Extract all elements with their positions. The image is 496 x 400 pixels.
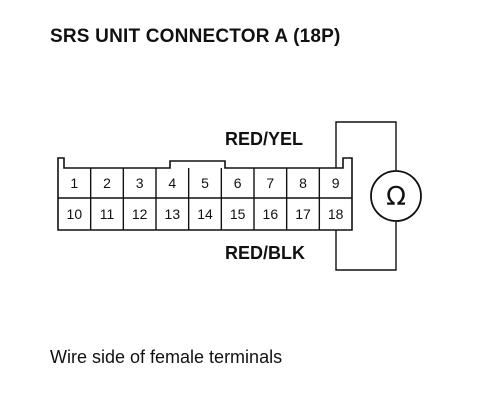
terminal-12: 12 bbox=[132, 206, 148, 222]
ohm-symbol: Ω bbox=[386, 182, 406, 212]
terminal-2: 2 bbox=[103, 175, 111, 191]
terminal-11: 11 bbox=[100, 206, 115, 222]
terminal-10: 10 bbox=[67, 206, 83, 222]
wire-label-red-blk: RED/BLK bbox=[225, 243, 305, 263]
wire-red-blk bbox=[335, 221, 397, 271]
caption: Wire side of female terminals bbox=[50, 347, 283, 367]
ohmmeter-icon bbox=[370, 170, 422, 222]
terminal-8: 8 bbox=[299, 175, 307, 191]
terminal-17: 17 bbox=[295, 206, 311, 222]
terminal-14: 14 bbox=[197, 206, 213, 222]
terminal-16: 16 bbox=[263, 206, 279, 222]
terminal-18: 18 bbox=[328, 206, 344, 222]
terminal-6: 6 bbox=[234, 175, 242, 191]
wire-label-red-yel: RED/YEL bbox=[225, 129, 304, 149]
terminal-1: 1 bbox=[70, 175, 78, 191]
terminal-13: 13 bbox=[165, 206, 181, 222]
diagram-title: SRS UNIT CONNECTOR A (18P) bbox=[50, 26, 341, 47]
terminal-9: 9 bbox=[332, 175, 340, 191]
terminal-7: 7 bbox=[266, 175, 274, 191]
terminal-3: 3 bbox=[136, 175, 144, 191]
connector-housing bbox=[57, 157, 353, 231]
wire-red-yel bbox=[335, 121, 397, 171]
terminal-5: 5 bbox=[201, 175, 209, 191]
terminal-15: 15 bbox=[230, 206, 246, 222]
terminal-4: 4 bbox=[168, 175, 176, 191]
